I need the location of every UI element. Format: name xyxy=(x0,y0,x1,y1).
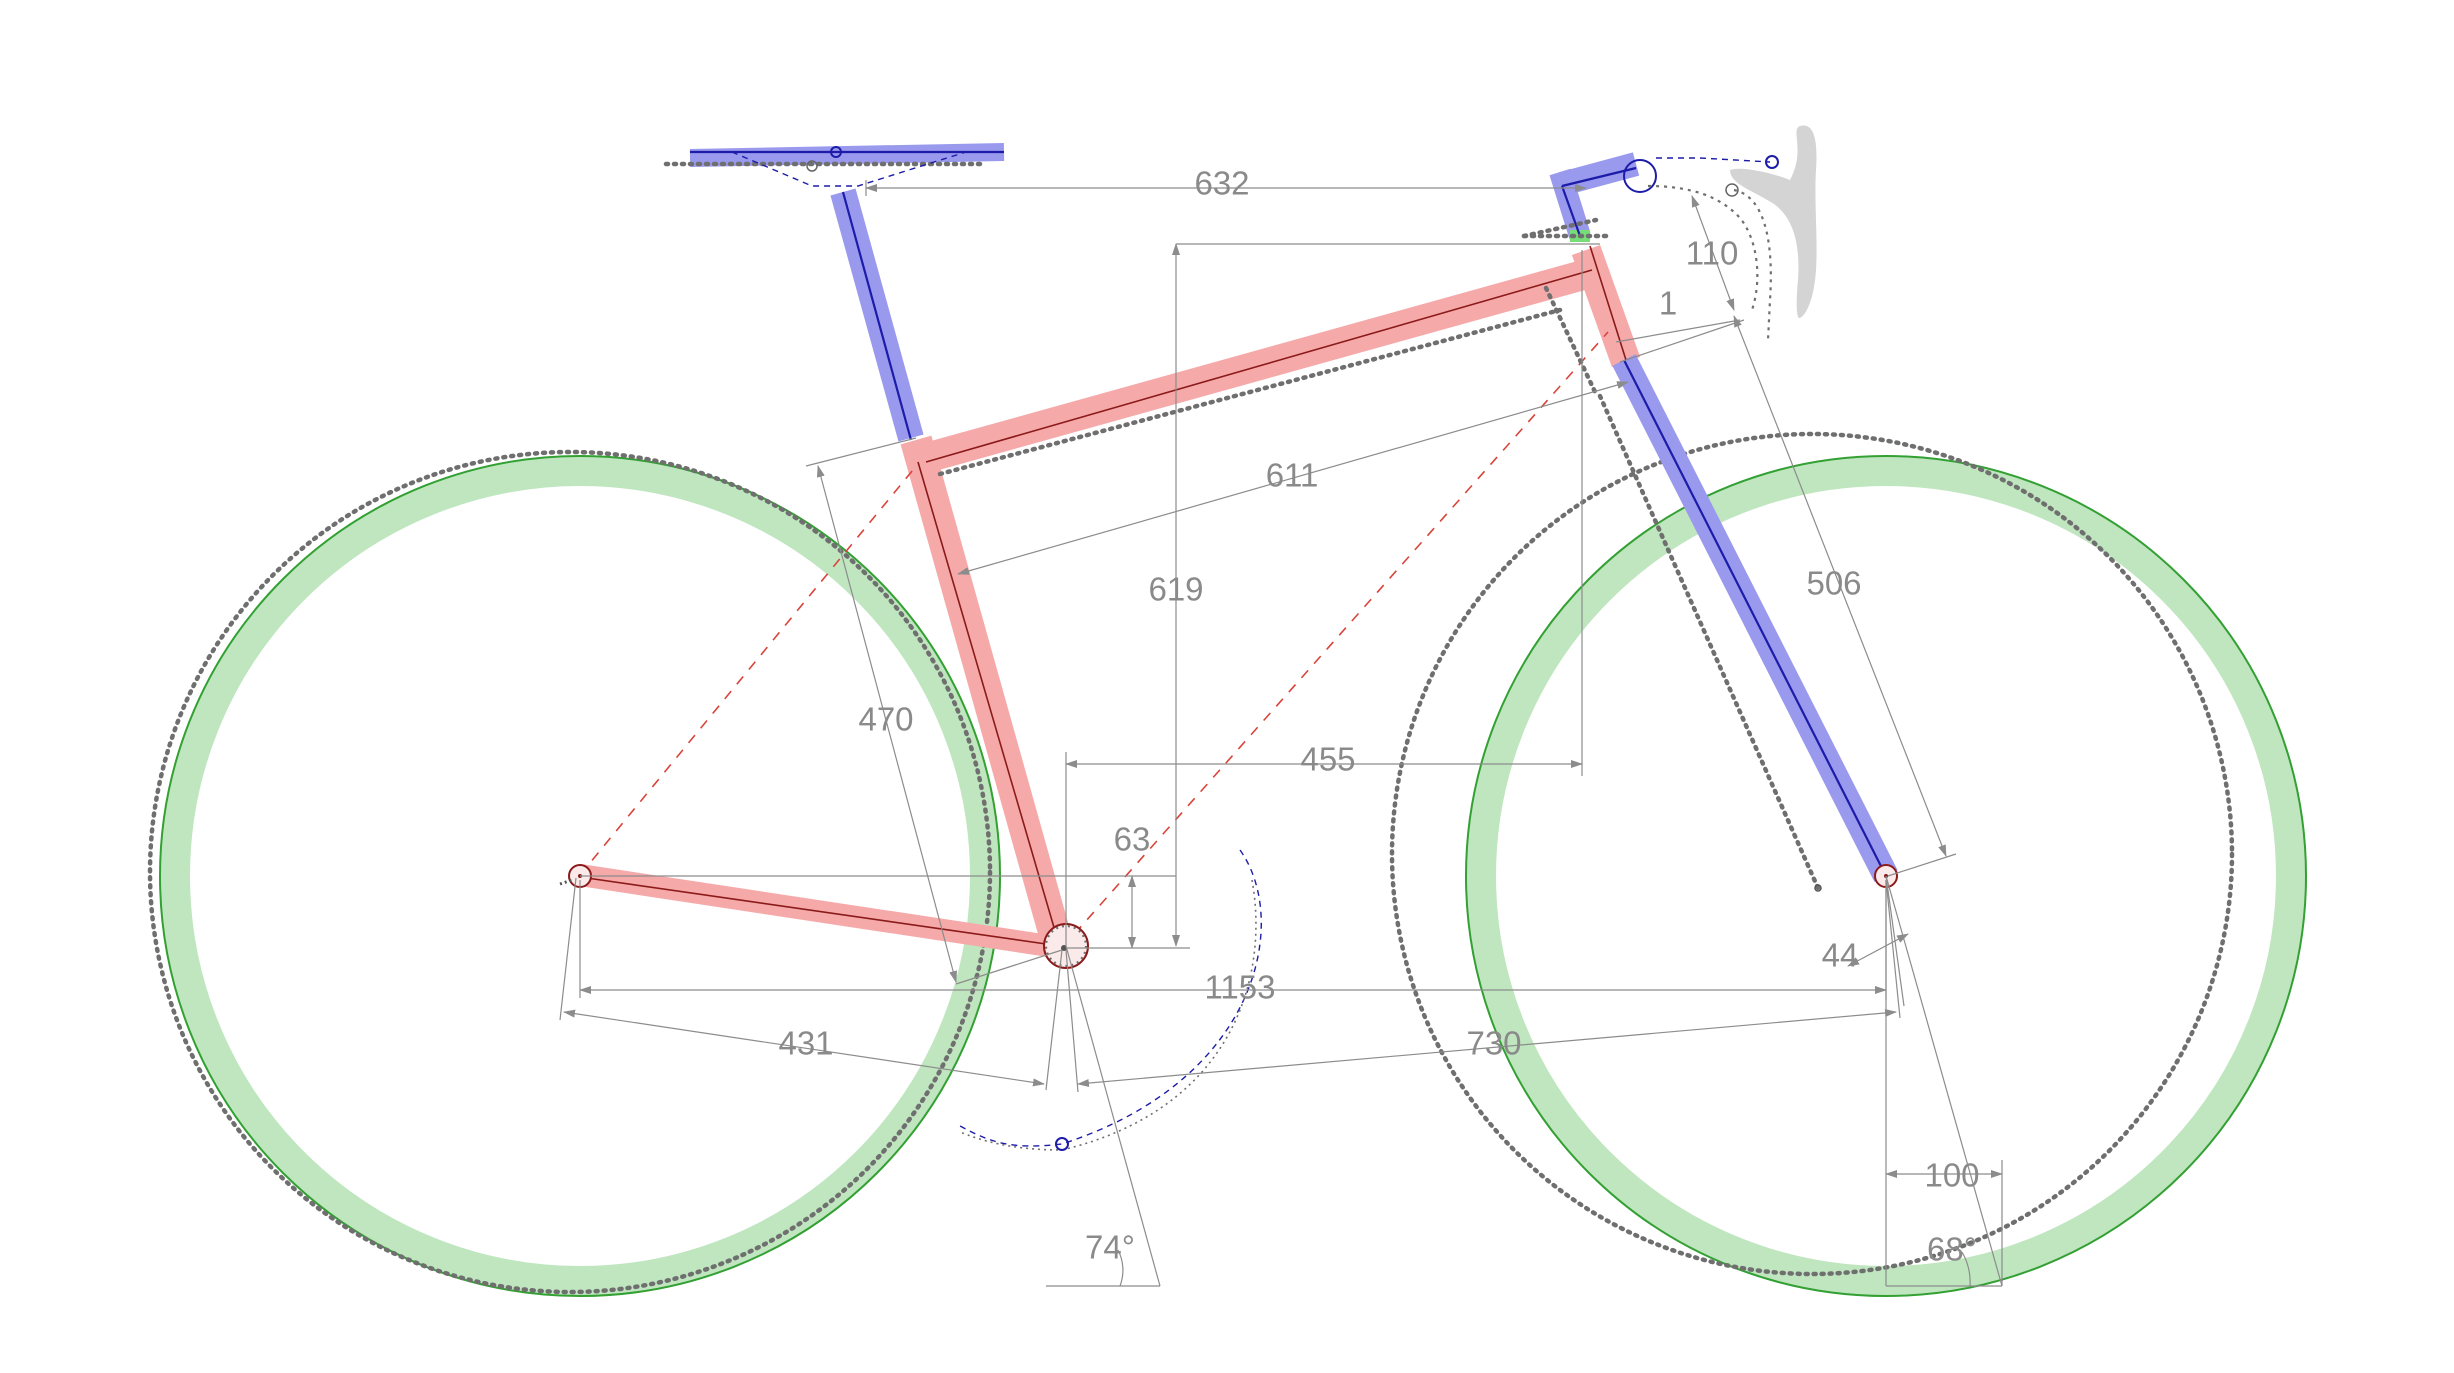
dim-extension-fork-bottom xyxy=(1887,853,1957,877)
dim-line-chainstay xyxy=(563,1009,1045,1087)
stem-centerline xyxy=(1561,166,1637,188)
label-top-tube: 611 xyxy=(1266,457,1319,494)
steerer-centerline xyxy=(1560,185,1582,237)
label-reach-to-bar: 632 xyxy=(1194,165,1249,202)
dim-ray-seat-angle xyxy=(1065,945,1161,1287)
dimension-labels: 632 110 1 611 619 506 470 455 63 44 1153… xyxy=(778,165,1979,1268)
rear-wheel-reference-circle xyxy=(147,449,993,1295)
label-front-center: 730 xyxy=(1466,1025,1521,1062)
rear-dropout-marker xyxy=(559,878,573,886)
brake-lever-icon xyxy=(1730,125,1817,319)
bottom-bracket-center xyxy=(1061,945,1067,951)
saddle-clamp-marker xyxy=(806,160,818,172)
dim-line-front-center xyxy=(1077,1008,1897,1088)
label-chainstay: 431 xyxy=(778,1025,833,1062)
handlebar-hood-marker xyxy=(1765,155,1779,169)
stem-band xyxy=(1558,152,1640,196)
dim-extension-seat-tube-bottom xyxy=(955,949,1063,985)
label-stem-height: 110 xyxy=(1686,235,1739,272)
handlebar-assembly xyxy=(1521,125,1817,341)
dim-arc-head-angle xyxy=(1961,1251,1971,1287)
bottom-bracket-dotted xyxy=(1044,924,1088,968)
seatpost-centerline xyxy=(841,191,913,441)
crank-arc-dashed xyxy=(959,849,1262,1147)
dim-line-stem-height xyxy=(1691,195,1735,311)
head-tube-band xyxy=(1571,244,1641,368)
top-tube-centerline xyxy=(925,269,1593,463)
saddle-shell-dashed xyxy=(731,151,967,187)
hubs xyxy=(559,864,1898,969)
dim-line-stack-offset xyxy=(1615,319,1741,343)
label-stack: 619 xyxy=(1148,571,1203,608)
handlebar-reach-dashed xyxy=(1656,157,1771,163)
dim-extension-fork-top xyxy=(1619,319,1745,363)
saddle-point-marker xyxy=(830,146,842,158)
label-stack-offset: 1 xyxy=(1659,285,1677,322)
dimension-lines xyxy=(559,180,2003,1287)
dim-extension-chainstay-right xyxy=(1045,949,1063,1091)
dim-extension-seat-tube-top xyxy=(805,437,917,467)
label-trail: 100 xyxy=(1924,1157,1979,1194)
front-wheel-reference-circle xyxy=(1389,431,2235,1277)
dim-line-fork-offset xyxy=(1847,933,1909,967)
dim-extension-fork-offset xyxy=(1885,875,1905,1007)
front-wheel xyxy=(1389,431,2307,1297)
dim-ray-head-angle xyxy=(1885,875,2003,1287)
dim-line-seat-tube xyxy=(816,465,958,983)
handlebar-clamp xyxy=(1623,159,1657,193)
label-reach: 455 xyxy=(1300,741,1355,778)
dim-extension-front-center-left xyxy=(1065,949,1079,1093)
dim-extension-chainstay-left xyxy=(559,877,577,1021)
label-seat-tube: 470 xyxy=(858,701,913,738)
dim-arc-seat-angle xyxy=(1117,1249,1124,1287)
dim-line-fork-length xyxy=(1733,315,1947,857)
crank-arc-dotted xyxy=(959,879,1257,1151)
crank-arc xyxy=(959,849,1262,1151)
label-fork-length: 506 xyxy=(1806,565,1861,602)
top-tube-dotted xyxy=(937,307,1563,477)
label-wheelbase: 1153 xyxy=(1205,969,1276,1006)
label-head-angle: 68° xyxy=(1927,1231,1977,1268)
rear-triangle-dashed xyxy=(579,464,918,876)
head-tube-dotted xyxy=(1543,285,1599,397)
front-reference-marker xyxy=(1814,884,1822,892)
handlebar-drop-dotted xyxy=(1647,184,1759,311)
label-bb-drop: 63 xyxy=(1114,821,1151,858)
label-fork-offset: 44 xyxy=(1822,937,1859,974)
dim-line-top-tube xyxy=(957,381,1629,575)
handlebar-drop-dotted-outer xyxy=(1733,188,1772,341)
pedal-marker xyxy=(1055,1137,1069,1151)
saddle-assembly xyxy=(663,146,989,187)
label-seat-angle: 74° xyxy=(1085,1229,1135,1266)
